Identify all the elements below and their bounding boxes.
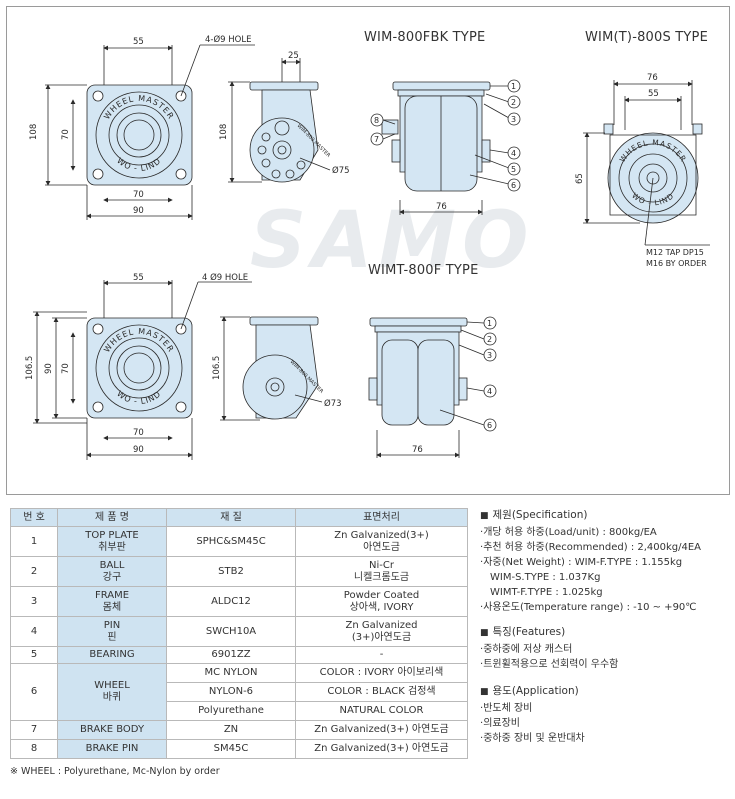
- top-side-view: [228, 58, 331, 183]
- spec-item: WIMT-F.TYPE : 1.025kg: [490, 587, 603, 598]
- title-s: WIM(T)-800S TYPE: [585, 30, 709, 45]
- dim-s-55: 55: [648, 89, 659, 99]
- dim-top-70h: 70: [133, 190, 144, 200]
- spec-item: 자중(Net Weight) : WIM-F.TYPE : 1.155kg: [480, 555, 701, 570]
- callout-4: 4: [511, 149, 516, 158]
- table-row: 5 BEARING 6901ZZ -: [10, 646, 468, 664]
- feature-item: 트윈휠적용으로 선회력이 우수함: [480, 657, 618, 672]
- dim-side-25: 25: [288, 51, 299, 61]
- th-material: 재 질: [166, 508, 296, 527]
- s-type-view: [583, 80, 710, 246]
- callout-7: 7: [374, 135, 379, 144]
- callout-8: 8: [374, 116, 379, 125]
- dim-bfront-76: 76: [412, 445, 423, 455]
- callout-2: 2: [511, 98, 516, 107]
- dim-front-76: 76: [436, 202, 447, 212]
- callout-1: 1: [511, 82, 516, 91]
- dim-top-hole: 4-Ø9 HOLE: [205, 34, 251, 45]
- dim-top-55: 55: [133, 37, 144, 47]
- spec-item: 개당 허용 하중(Load/unit) : 800kg/EA: [480, 525, 701, 540]
- title-f: WIMT-800F TYPE: [368, 263, 479, 278]
- dim-bside-73: Ø73: [324, 398, 342, 409]
- callout-b6: 6: [487, 421, 492, 430]
- dim-side-108: 108: [219, 124, 229, 140]
- application-item: 중하중 장비 및 운반대차: [480, 731, 585, 746]
- top-plan-view: [45, 44, 255, 220]
- table-row: 8 BRAKE PIN SM45C Zn Galvanized(3+) 아연도금: [10, 739, 468, 759]
- spec-title: 제원(Specification): [480, 507, 701, 522]
- callout-b1: 1: [487, 319, 492, 328]
- spec-item: 사용온도(Temperature range) : -10 ~ +90℃: [480, 600, 701, 615]
- dim-bot-1065: 106.5: [25, 356, 35, 380]
- th-name: 제 품 명: [57, 508, 167, 527]
- callout-b3: 3: [487, 351, 492, 360]
- dim-s-76: 76: [647, 73, 658, 83]
- dim-bot-55: 55: [133, 273, 144, 283]
- spec-section: 제원(Specification) 개당 허용 하중(Load/unit) : …: [480, 507, 701, 615]
- dim-bot-90h: 90: [133, 445, 144, 455]
- dim-top-90: 90: [133, 206, 144, 216]
- application-title: 용도(Application): [480, 683, 585, 698]
- spec-item: 추천 허용 하중(Recommended) : 2,400kg/4EA: [480, 540, 701, 555]
- table-footnote: ※ WHEEL : Polyurethane, Mc-Nylon by orde…: [10, 766, 220, 777]
- spec-item: WIM-S.TYPE : 1.037Kg: [490, 572, 601, 583]
- dim-s-65: 65: [575, 173, 585, 184]
- features-title: 특징(Features): [480, 624, 618, 639]
- top-front-view: [381, 81, 510, 215]
- callout-b2: 2: [487, 335, 492, 344]
- dim-side-75: Ø75: [332, 165, 350, 176]
- table-row-wheel: NYLON-6 COLOR : BLACK 검정색: [11, 682, 468, 702]
- bottom-front-view: [368, 317, 485, 458]
- application-item: 반도체 장비: [480, 701, 585, 716]
- application-item: 의료장비: [480, 716, 585, 731]
- dim-bside-1065: 106.5: [212, 356, 222, 380]
- feature-item: 중하중에 저상 캐스터: [480, 642, 618, 657]
- title-fbk: WIM-800FBK TYPE: [364, 30, 486, 45]
- dim-bot-90v: 90: [44, 363, 54, 374]
- bottom-plan-view: [33, 280, 252, 460]
- bottom-side-view: [220, 316, 323, 421]
- th-finish: 표면처리: [295, 508, 468, 527]
- th-no: 번 호: [10, 508, 58, 527]
- dim-bot-70h: 70: [133, 428, 144, 438]
- callout-5: 5: [511, 165, 516, 174]
- dim-s-tap2: M16 BY ORDER: [646, 259, 707, 268]
- table-row: 7 BRAKE BODY ZN Zn Galvanized(3+) 아연도금: [10, 720, 468, 740]
- callout-b4: 4: [487, 387, 492, 396]
- dim-bot-70v: 70: [61, 363, 71, 374]
- features-section: 특징(Features) 중하중에 저상 캐스터 트윈휠적용으로 선회력이 우수…: [480, 624, 618, 672]
- application-section: 용도(Application) 반도체 장비 의료장비 중하중 장비 및 운반대…: [480, 683, 585, 746]
- dim-top-70v: 70: [61, 129, 71, 140]
- dim-bot-hole: 4 Ø9 HOLE: [202, 272, 248, 283]
- callout-6: 6: [511, 181, 516, 190]
- technical-drawing: WHEEL MASTER WO - LIND WHEEL MASTER WO -…: [25, 34, 710, 460]
- dim-top-108: 108: [29, 124, 39, 140]
- callout-circles: [370, 79, 521, 432]
- callout-3: 3: [511, 115, 516, 124]
- dim-s-tap1: M12 TAP DP15: [646, 248, 704, 257]
